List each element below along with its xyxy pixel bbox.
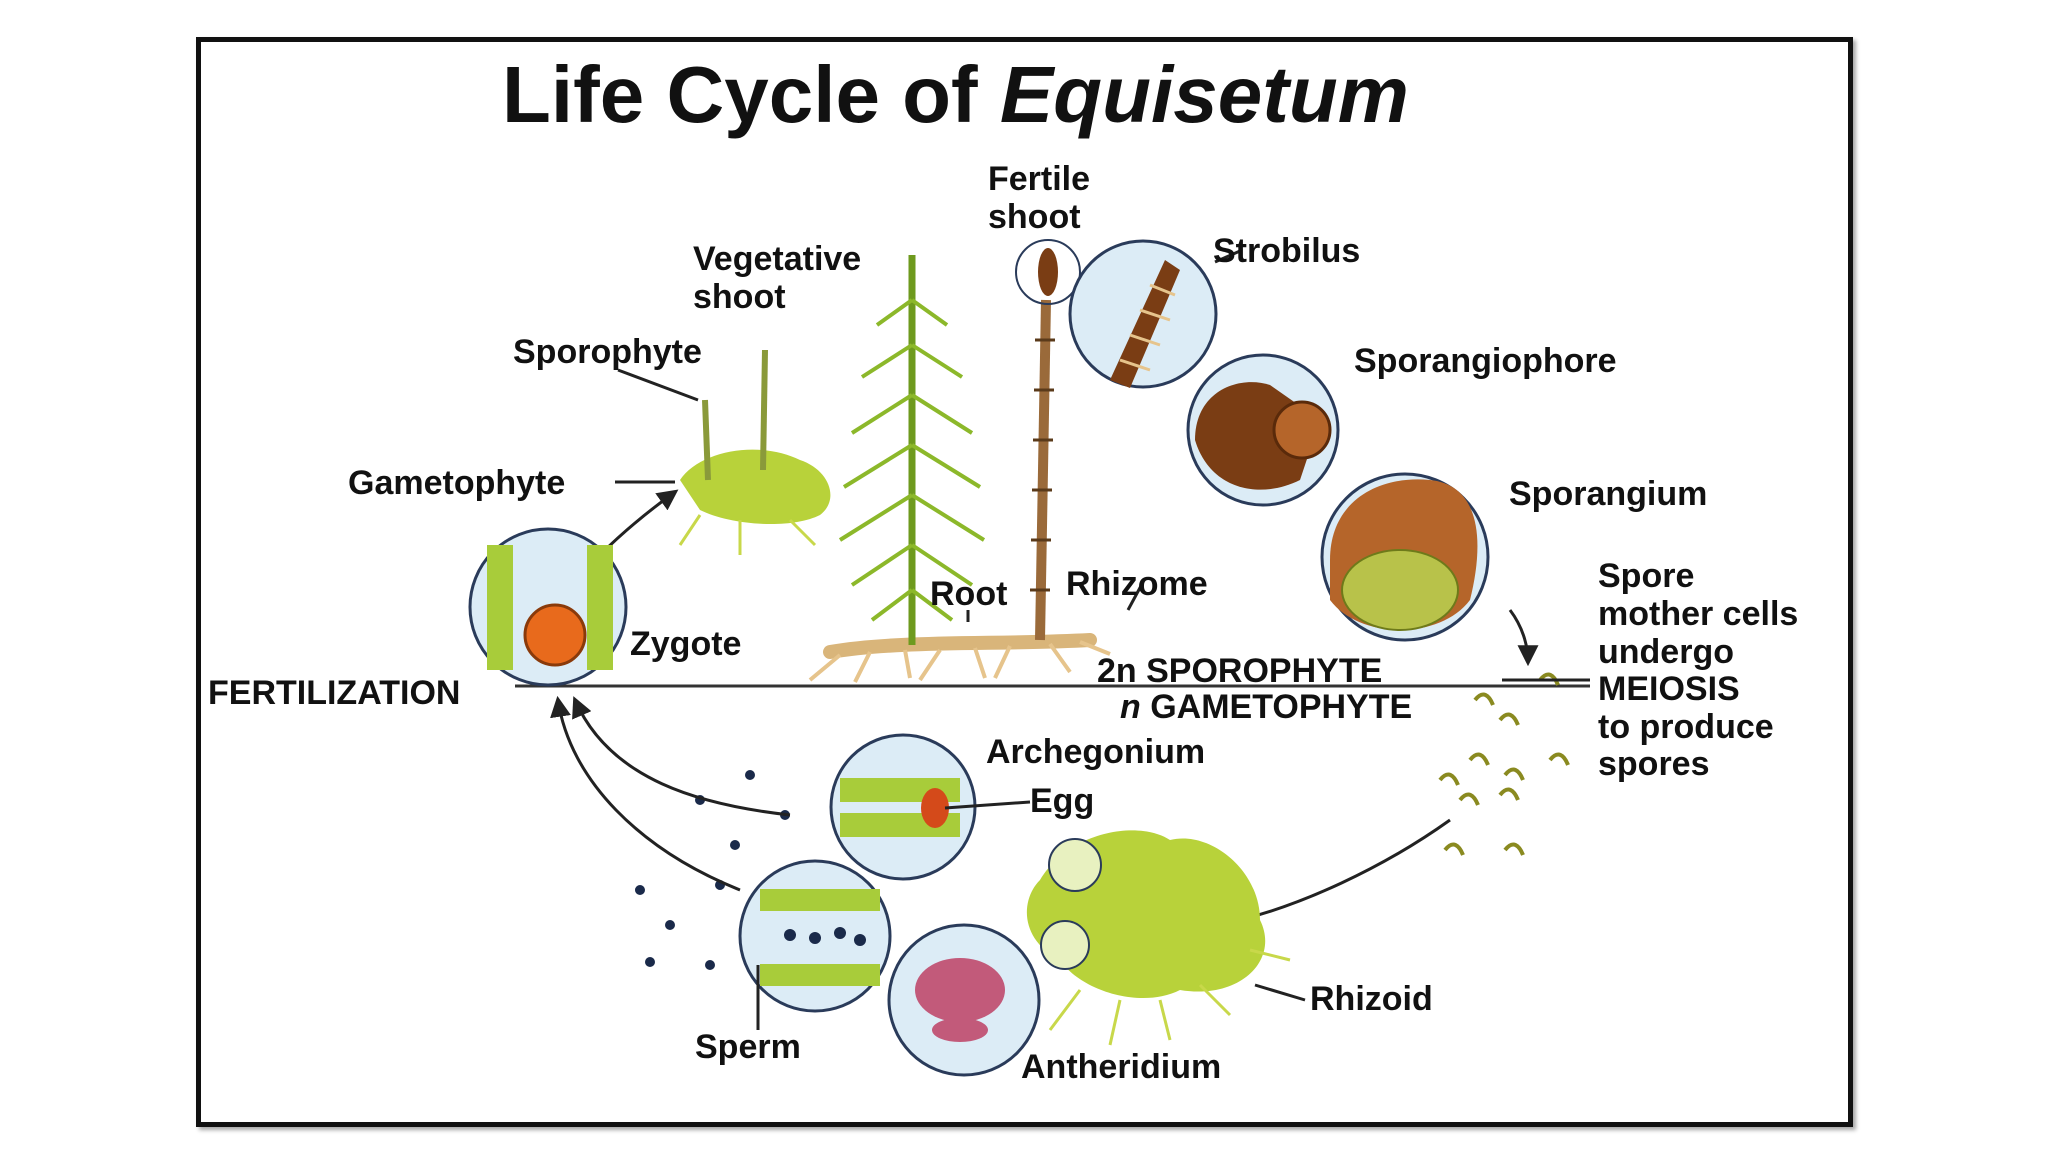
title-italic: Equisetum bbox=[1000, 50, 1409, 139]
spores-illustration bbox=[1438, 672, 1570, 856]
antheridium-circle bbox=[887, 923, 1041, 1077]
label-meiosis-5: to produce bbox=[1598, 708, 1774, 746]
label-vegetative-shoot-2: shoot bbox=[693, 278, 786, 316]
label-sporophyte-gen: SPOROPHYTE bbox=[1137, 652, 1383, 690]
sporangium-circle bbox=[1320, 472, 1490, 642]
label-rhizome: Rhizome bbox=[1066, 565, 1208, 603]
archegonium-to-fertilization-arrow bbox=[572, 696, 791, 817]
spores-to-gametophyte-arrow bbox=[1235, 818, 1451, 927]
strobilus-circle bbox=[1068, 239, 1218, 389]
sporangiophore-circle bbox=[1186, 353, 1340, 507]
label-2n: 2n bbox=[1097, 652, 1137, 690]
label-sporangium: Sporangium bbox=[1509, 475, 1707, 513]
label-egg: Egg bbox=[1030, 782, 1094, 820]
label-n: n bbox=[1120, 688, 1141, 726]
label-2n-sporophyte: 2n SPOROPHYTE bbox=[1097, 652, 1382, 690]
prothallus-illustration bbox=[1026, 830, 1291, 1046]
label-vegetative-shoot-1: Vegetative bbox=[693, 240, 861, 278]
label-fertile-shoot-2: shoot bbox=[988, 198, 1081, 236]
label-sporangiophore: Sporangiophore bbox=[1354, 342, 1617, 380]
label-zygote: Zygote bbox=[630, 625, 741, 663]
label-archegonium: Archegonium bbox=[986, 733, 1205, 771]
label-meiosis-1: Spore bbox=[1598, 557, 1694, 595]
label-meiosis-4: MEIOSIS bbox=[1598, 670, 1740, 708]
label-gametophyte: Gametophyte bbox=[348, 464, 565, 502]
label-gametophyte-gen: GAMETOPHYTE bbox=[1141, 688, 1412, 726]
sporangium-to-meiosis-arrow bbox=[1508, 609, 1539, 667]
young-sporophyte-illustration bbox=[678, 349, 831, 555]
fertile-shoot-illustration bbox=[1015, 239, 1081, 641]
label-root: Root bbox=[930, 575, 1007, 613]
label-fertile-shoot-1: Fertile bbox=[988, 160, 1090, 198]
zygote-circle bbox=[468, 527, 628, 687]
label-strobilus: Strobilus bbox=[1213, 232, 1360, 270]
diagram-frame bbox=[196, 37, 1853, 1127]
label-fertilization: FERTILIZATION bbox=[208, 674, 460, 712]
vegetative-shoot-illustration bbox=[838, 255, 986, 645]
rhizome-illustration bbox=[808, 633, 1111, 683]
label-antheridium: Antheridium bbox=[1021, 1048, 1221, 1086]
leader-lines bbox=[615, 249, 1590, 1030]
sperm-to-fertilization-arrow bbox=[550, 695, 741, 892]
label-sporophyte: Sporophyte bbox=[513, 333, 702, 371]
label-n-gametophyte: n GAMETOPHYTE bbox=[1120, 688, 1412, 726]
free-sperm-illustration bbox=[635, 770, 790, 970]
label-meiosis-6: spores bbox=[1598, 745, 1710, 783]
diagram-title: Life Cycle of Equisetum bbox=[502, 50, 1409, 139]
title-text: Life Cycle of bbox=[502, 50, 1000, 139]
strobilus-zoom-small-circle bbox=[1015, 239, 1081, 305]
label-sperm: Sperm bbox=[695, 1028, 801, 1066]
label-meiosis-2: mother cells bbox=[1598, 595, 1798, 633]
sperm-circle bbox=[738, 859, 892, 1013]
label-rhizoid: Rhizoid bbox=[1310, 980, 1433, 1018]
label-meiosis-3: undergo bbox=[1598, 633, 1734, 671]
archegonium-circle bbox=[829, 733, 977, 881]
